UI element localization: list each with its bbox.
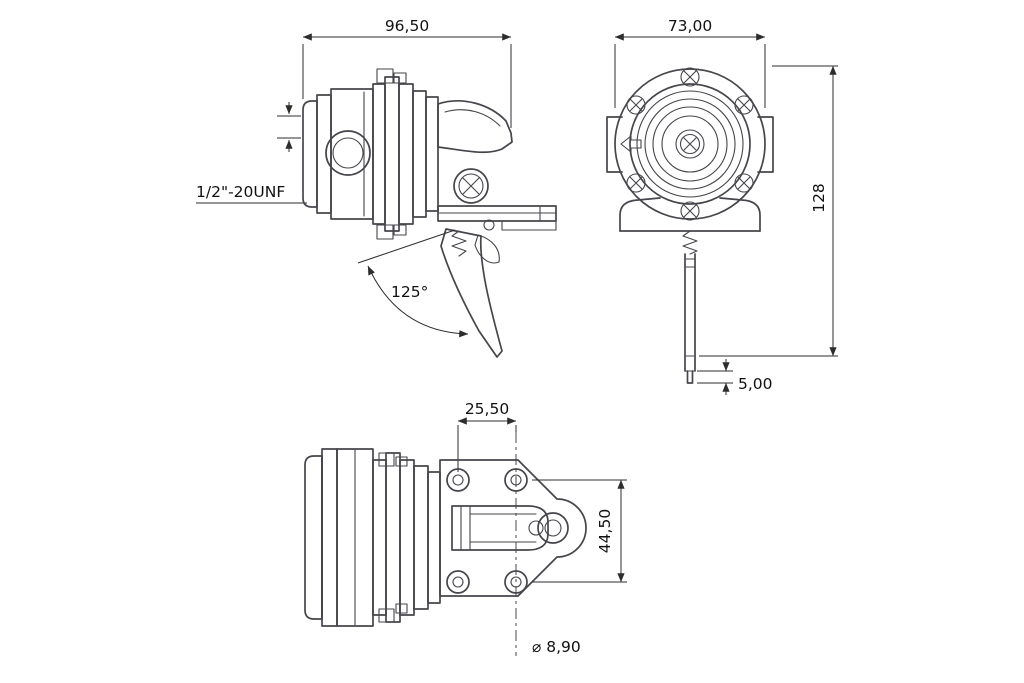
thread-spec-label: 1/2"-20UNF <box>196 183 285 201</box>
rod-spring <box>682 230 698 255</box>
priming-lever <box>440 228 503 358</box>
bolt-hole <box>446 570 470 594</box>
left-tab <box>606 116 623 173</box>
pivot-boss-screw <box>453 168 489 204</box>
lever-angle-label: 125° <box>391 283 428 301</box>
front-view-cover <box>606 67 774 232</box>
thread-callout: 1/2"-20UNF <box>196 183 307 204</box>
dim-front-width-label: 73,00 <box>668 17 712 35</box>
front-view-rod <box>682 230 698 384</box>
cover-screws <box>626 67 754 221</box>
lever-bottom-view <box>451 505 549 551</box>
bolt-hole <box>446 468 470 492</box>
front-view: 73,00 <box>606 17 838 395</box>
inlet-housing <box>330 88 374 220</box>
side-view: 96,50 1/2"-20UNF <box>196 17 557 358</box>
rod-tip-dimension: 5,00 <box>697 359 773 395</box>
side-view-lever <box>440 228 503 358</box>
front-view-height-dimension: 128 <box>699 65 838 357</box>
dim-hole-spacing-label: 44,50 <box>596 509 614 553</box>
bracket-arm <box>437 100 513 154</box>
inlet-ring-bottom <box>321 448 338 627</box>
inlet-port-outer <box>325 130 371 176</box>
bolt-hole <box>504 468 528 492</box>
screw-upper-left <box>626 95 646 115</box>
bolt-head <box>395 456 408 467</box>
bolt-head <box>393 224 407 236</box>
bolt-head <box>393 72 407 84</box>
dim-hole-diameter-label: ⌀ 8,90 <box>532 638 581 656</box>
pivot-hole-inner <box>544 519 562 537</box>
rod-tip <box>686 370 694 384</box>
bolt-head <box>376 68 394 84</box>
hole-offset-dimension: 25,50 <box>457 400 517 472</box>
dim-rod-tip-label: 5,00 <box>738 375 773 393</box>
mounting-flange <box>439 459 587 597</box>
lever-angle-dimension: 125° <box>357 229 469 338</box>
bolt-head <box>378 452 395 467</box>
bolt-hole <box>504 570 528 594</box>
inlet-port-inner <box>332 137 364 169</box>
screw-top <box>680 67 700 87</box>
front-base <box>619 197 761 232</box>
screw-bottom <box>680 201 700 221</box>
bolt-head <box>376 224 394 240</box>
side-view-pump-body <box>302 68 557 240</box>
screw-lower-right <box>734 173 754 193</box>
dim-side-width-label: 96,50 <box>385 17 429 35</box>
bolt-head <box>395 603 408 614</box>
base-hole <box>483 219 495 231</box>
lever-cam <box>474 234 500 264</box>
flange-stack-bottom <box>372 452 441 623</box>
inlet-ring <box>316 94 332 214</box>
hole-spacing-dimension: 44,50 <box>532 479 627 583</box>
center-screw-cross <box>683 137 697 151</box>
bolt-head <box>378 608 395 623</box>
bottom-view: 25,50 <box>304 400 627 656</box>
return-spring <box>451 230 467 257</box>
flange-stack <box>372 68 439 240</box>
lever-pin <box>528 520 544 536</box>
mounting-base <box>437 205 557 231</box>
screw-lower-left <box>626 173 646 193</box>
screw-upper-right <box>734 95 754 115</box>
bottom-view-pump-body <box>304 448 587 627</box>
pivot-hole-outer <box>537 512 569 544</box>
port-offset-dimension <box>277 102 301 152</box>
front-view-width-dimension: 73,00 <box>614 17 766 108</box>
flange-bolt-holes <box>446 468 528 594</box>
dim-hole-offset-label: 25,50 <box>465 400 509 418</box>
inlet-end-cap <box>302 100 318 208</box>
inlet-end-cap-bottom <box>304 455 323 620</box>
dim-overall-height-label: 128 <box>810 183 828 213</box>
right-tab <box>757 116 774 173</box>
side-view-width-dimension: 96,50 <box>302 17 512 128</box>
flow-direction-arrow-icon <box>620 135 642 153</box>
